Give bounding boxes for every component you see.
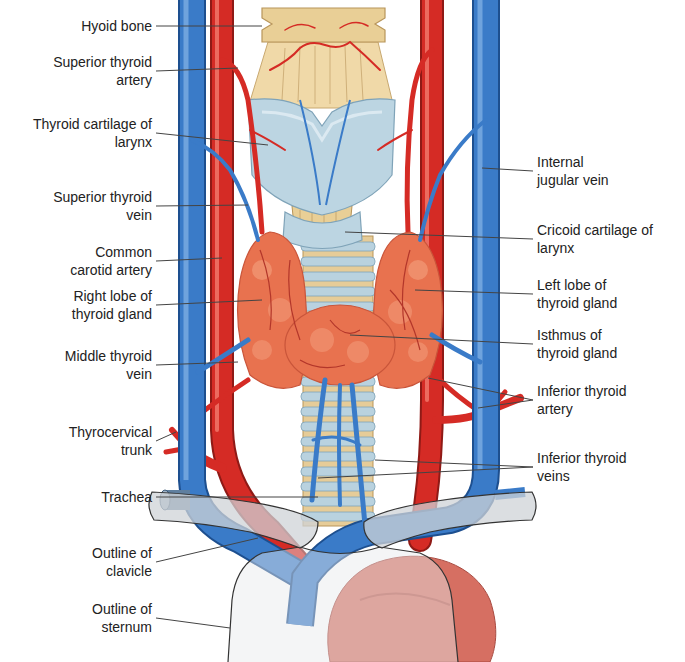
part-label: Thyroid cartilage of larynx xyxy=(30,115,152,151)
leader-line xyxy=(156,68,238,71)
veins-part xyxy=(192,0,300,575)
veins-part xyxy=(198,340,248,372)
larynx xyxy=(248,8,395,249)
bone-outlines-part xyxy=(228,547,458,662)
part-label: Isthmus of thyroid gland xyxy=(537,326,632,362)
part-label: Inferior thyroid veins xyxy=(537,449,637,485)
thyroid-gland-part xyxy=(408,342,428,362)
leader-line xyxy=(156,362,238,365)
leader-line xyxy=(156,26,262,27)
trachea-part xyxy=(301,272,375,281)
larynx-part xyxy=(283,212,362,249)
thyroid-gland-part xyxy=(252,340,272,360)
arteries-part xyxy=(378,130,412,150)
part-label: Trachea xyxy=(52,488,152,506)
part-label: Thyrocervical trunk xyxy=(52,423,152,459)
thyroid-gland-part xyxy=(388,300,412,324)
veins-part xyxy=(352,385,365,525)
trachea-part xyxy=(301,257,375,266)
part-label: Outline of clavicle xyxy=(62,544,152,580)
larynx-part xyxy=(248,42,394,108)
arteries-part xyxy=(215,0,219,430)
arteries-part xyxy=(222,60,262,232)
part-label: Middle thyroid vein xyxy=(47,347,152,383)
leader-line xyxy=(482,168,533,171)
leader-line xyxy=(156,432,176,441)
larynx-part xyxy=(262,112,382,140)
arteries-part xyxy=(250,130,285,150)
leader-line xyxy=(156,497,318,498)
thyroid-gland-part xyxy=(310,328,334,352)
veins-part xyxy=(192,0,300,575)
part-label: Inferior thyroid artery xyxy=(537,382,637,418)
leader-line xyxy=(156,205,248,206)
veins-part xyxy=(184,0,189,480)
part-label: Right lobe of thyroid gland xyxy=(52,287,152,323)
leader-line xyxy=(428,378,533,400)
veins-part xyxy=(339,385,340,505)
thyroid-gland-part xyxy=(252,260,272,280)
larynx-part xyxy=(326,100,350,205)
part-label: Left lobe of thyroid gland xyxy=(537,276,637,312)
larynx-part xyxy=(262,8,385,42)
thyroid-gland-part xyxy=(408,260,428,280)
bone-outlines-part xyxy=(364,492,536,548)
veins-part xyxy=(192,140,258,240)
leader-line xyxy=(350,335,533,344)
thyroid-gland xyxy=(238,232,443,388)
arteries xyxy=(166,0,520,570)
leader-line xyxy=(345,232,533,239)
leader-line xyxy=(156,133,268,145)
veins-part xyxy=(420,120,486,240)
leader-line xyxy=(318,467,533,478)
arteries-part xyxy=(270,42,380,70)
bone-outlines-part xyxy=(149,492,318,548)
bone-outlines xyxy=(149,492,536,662)
leader-line xyxy=(478,400,533,408)
part-label: Outline of sternum xyxy=(62,600,152,636)
part-label: Superior thyroid vein xyxy=(52,188,152,224)
part-label: Internal jugular vein xyxy=(537,153,622,189)
thyroid-gland-part xyxy=(260,250,420,368)
veins-part xyxy=(478,0,483,470)
leader-line xyxy=(415,290,533,294)
larynx-part xyxy=(300,100,320,205)
larynx-part xyxy=(248,99,395,215)
part-label: Cricoid cartilage of larynx xyxy=(537,221,655,257)
leader-line xyxy=(156,300,262,305)
part-label: Hyoid bone xyxy=(42,17,152,35)
veins-part xyxy=(313,437,360,445)
thyroid-gland-part xyxy=(347,341,369,363)
leader-line xyxy=(156,258,222,261)
thyroid-gland-part xyxy=(285,305,395,385)
leader-line xyxy=(156,538,258,562)
part-label: Superior thyroid artery xyxy=(52,53,152,89)
leader-line xyxy=(375,460,533,467)
part-label: Common carotid artery xyxy=(57,243,152,279)
leader-line xyxy=(156,618,230,628)
arteries-part xyxy=(425,365,480,412)
arteries-part xyxy=(285,22,368,30)
veins xyxy=(160,0,525,625)
trachea-part xyxy=(301,287,375,296)
